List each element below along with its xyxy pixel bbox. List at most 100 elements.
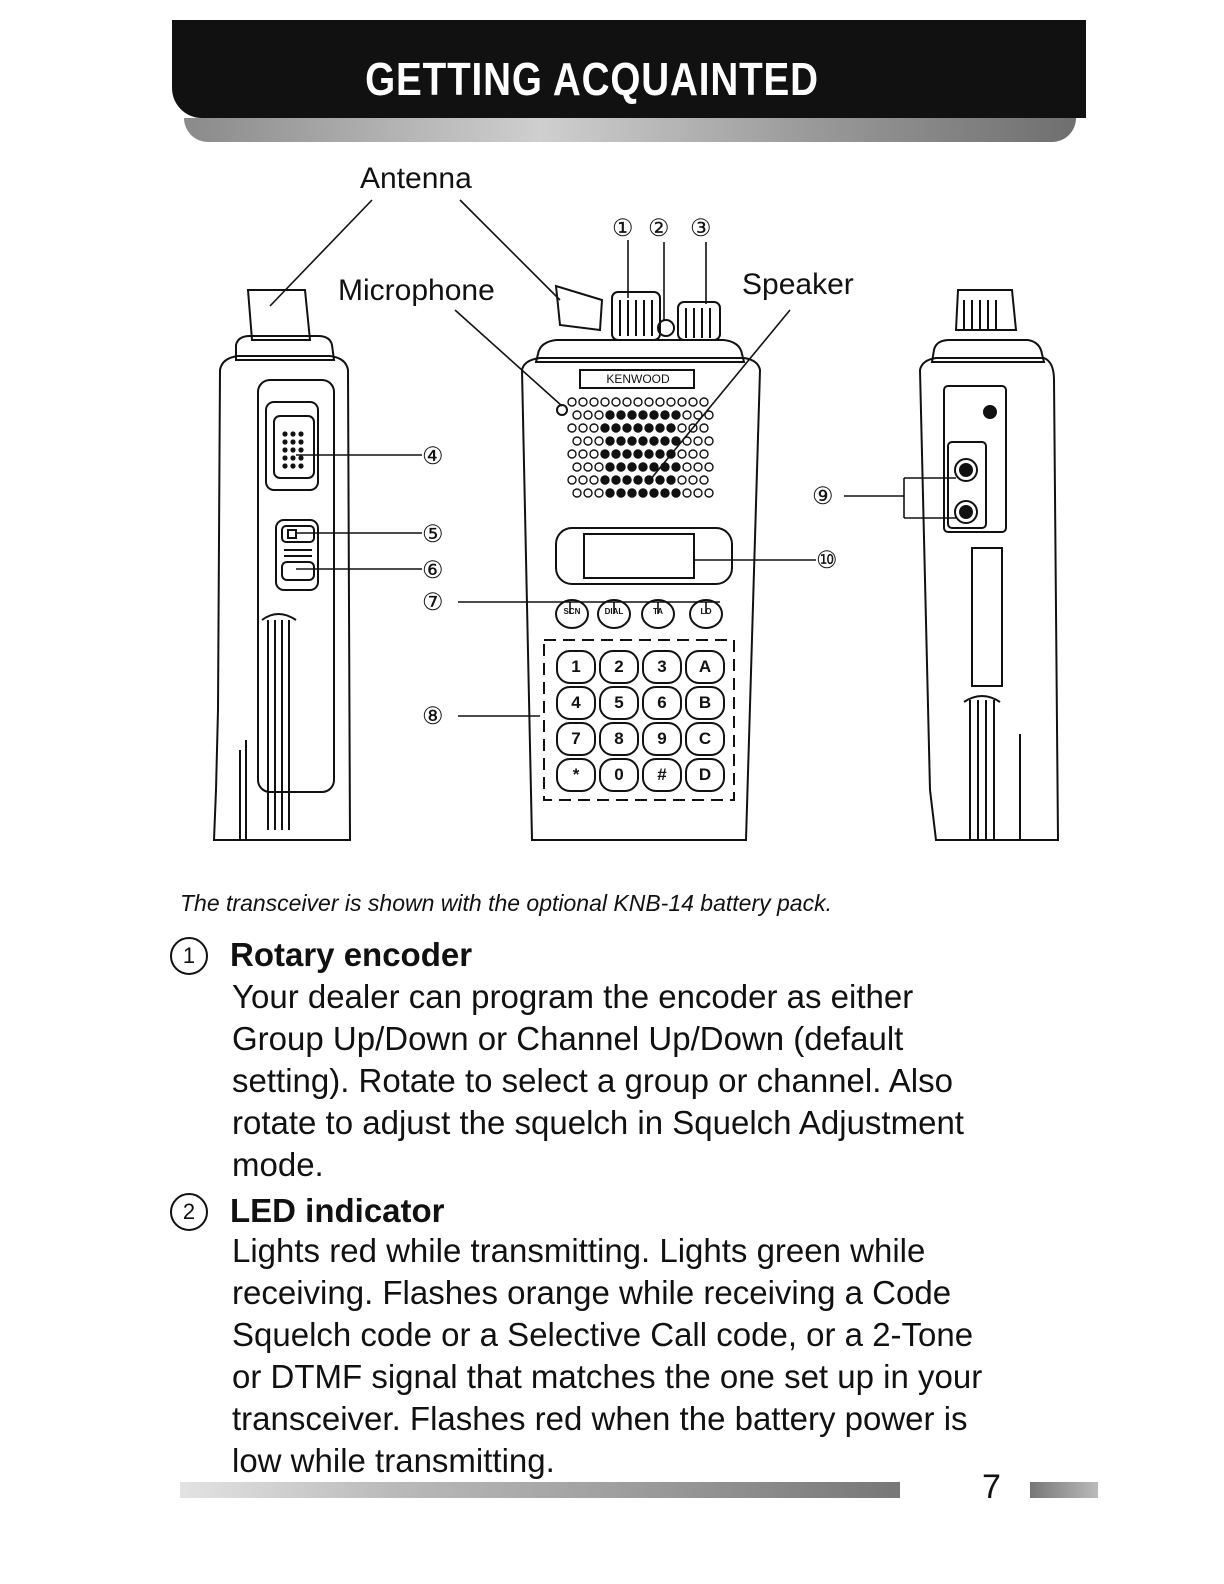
item-1-number: 1 bbox=[170, 937, 208, 975]
keypad-key: # bbox=[642, 758, 682, 792]
callout-2: ② bbox=[648, 215, 670, 242]
grille-hole bbox=[572, 488, 582, 498]
keypad-key: 4 bbox=[556, 686, 596, 720]
footer-bar bbox=[180, 1482, 900, 1498]
grille-hole bbox=[644, 423, 654, 433]
item-2-title: LED indicator bbox=[230, 1192, 445, 1229]
grille-hole bbox=[688, 397, 698, 407]
leader-lines bbox=[269, 199, 956, 717]
grille-hole bbox=[627, 436, 637, 446]
grille-hole bbox=[649, 488, 659, 498]
grille-hole bbox=[704, 488, 714, 498]
grille-hole bbox=[600, 475, 610, 485]
speaker-label: Speaker bbox=[742, 268, 854, 301]
grille-hole bbox=[611, 423, 621, 433]
grille-hole bbox=[594, 488, 604, 498]
callout-8: ⑧ bbox=[422, 703, 444, 730]
callout-1: ① bbox=[612, 215, 634, 242]
grille-hole bbox=[704, 410, 714, 420]
item-1-line: setting). Rotate to select a group or ch… bbox=[232, 1062, 953, 1099]
grille-hole bbox=[633, 397, 643, 407]
grille-hole bbox=[594, 462, 604, 472]
keypad-key: 0 bbox=[599, 758, 639, 792]
grille-hole bbox=[611, 449, 621, 459]
grille-hole bbox=[644, 397, 654, 407]
grille-hole bbox=[583, 436, 593, 446]
callout-5: ⑤ bbox=[422, 521, 444, 548]
footer-bar-end bbox=[1030, 1482, 1098, 1498]
microphone-label: Microphone bbox=[338, 274, 495, 307]
key-lo: LO bbox=[700, 607, 712, 616]
item-2-heading: 2 LED indicator bbox=[170, 1192, 445, 1231]
grille-hole bbox=[616, 488, 626, 498]
grille-hole bbox=[633, 449, 643, 459]
keypad-key: 2 bbox=[599, 650, 639, 684]
function-keys bbox=[555, 599, 723, 629]
grille-hole bbox=[583, 488, 593, 498]
grille-hole bbox=[677, 397, 687, 407]
grille-hole bbox=[622, 423, 632, 433]
grille-hole bbox=[572, 436, 582, 446]
grille-hole bbox=[589, 449, 599, 459]
grille-hole bbox=[682, 462, 692, 472]
keypad-key: * bbox=[556, 758, 596, 792]
callout-7: ⑦ bbox=[422, 589, 444, 616]
front-view bbox=[520, 284, 762, 841]
callout-9: ⑨ bbox=[812, 483, 834, 510]
grille-hole bbox=[567, 397, 577, 407]
header-shadow-band bbox=[184, 118, 1076, 142]
grille-hole bbox=[649, 436, 659, 446]
grille-hole bbox=[660, 410, 670, 420]
figure-caption: The transceiver is shown with the option… bbox=[180, 890, 832, 916]
keypad-key: A bbox=[685, 650, 725, 684]
grille-hole bbox=[611, 397, 621, 407]
grille-hole bbox=[677, 475, 687, 485]
item-2-line: Squelch code or a Selective Call code, o… bbox=[232, 1316, 974, 1353]
grille-hole bbox=[583, 462, 593, 472]
grille-hole bbox=[671, 488, 681, 498]
grille-hole bbox=[688, 423, 698, 433]
grille-hole bbox=[616, 410, 626, 420]
grille-hole bbox=[655, 475, 665, 485]
grille-hole bbox=[605, 436, 615, 446]
grille-hole bbox=[693, 436, 703, 446]
keypad-key: C bbox=[685, 722, 725, 756]
grille-hole bbox=[693, 488, 703, 498]
keypad-key: 9 bbox=[642, 722, 682, 756]
grille-hole bbox=[627, 462, 637, 472]
brand-label: KENWOOD bbox=[606, 372, 670, 386]
keypad-key: 5 bbox=[599, 686, 639, 720]
grille-hole bbox=[660, 436, 670, 446]
item-2-number: 2 bbox=[170, 1193, 208, 1231]
grille-hole bbox=[583, 410, 593, 420]
grille-hole bbox=[589, 475, 599, 485]
grille-hole bbox=[688, 449, 698, 459]
grille-hole bbox=[578, 423, 588, 433]
grille-hole bbox=[567, 423, 577, 433]
item-1-description: Your dealer can program the encoder as e… bbox=[232, 976, 1082, 1186]
grille-hole bbox=[578, 475, 588, 485]
item-2-line: or DTMF signal that matches the one set … bbox=[232, 1358, 983, 1395]
keypad-key: 6 bbox=[642, 686, 682, 720]
grille-hole bbox=[682, 488, 692, 498]
key-scn: SCN bbox=[563, 607, 581, 616]
grille-hole bbox=[633, 475, 643, 485]
grille-hole bbox=[655, 449, 665, 459]
item-1-title: Rotary encoder bbox=[230, 936, 473, 973]
grille-hole bbox=[699, 449, 709, 459]
item-2-line: low while transmitting. bbox=[232, 1442, 555, 1479]
grille-hole bbox=[688, 475, 698, 485]
grille-hole bbox=[633, 423, 643, 433]
item-1-line: mode. bbox=[232, 1146, 324, 1183]
keypad-key: 3 bbox=[642, 650, 682, 684]
grille-hole bbox=[704, 436, 714, 446]
item-1-line: rotate to adjust the squelch in Squelch … bbox=[232, 1104, 964, 1141]
grille-hole bbox=[699, 475, 709, 485]
keypad-key: 8 bbox=[599, 722, 639, 756]
grille-hole bbox=[605, 488, 615, 498]
section-title: GETTING ACQUAINTED bbox=[365, 53, 819, 105]
grille-hole bbox=[693, 410, 703, 420]
callout-4: ④ bbox=[422, 443, 444, 470]
callout-3: ③ bbox=[690, 215, 712, 242]
